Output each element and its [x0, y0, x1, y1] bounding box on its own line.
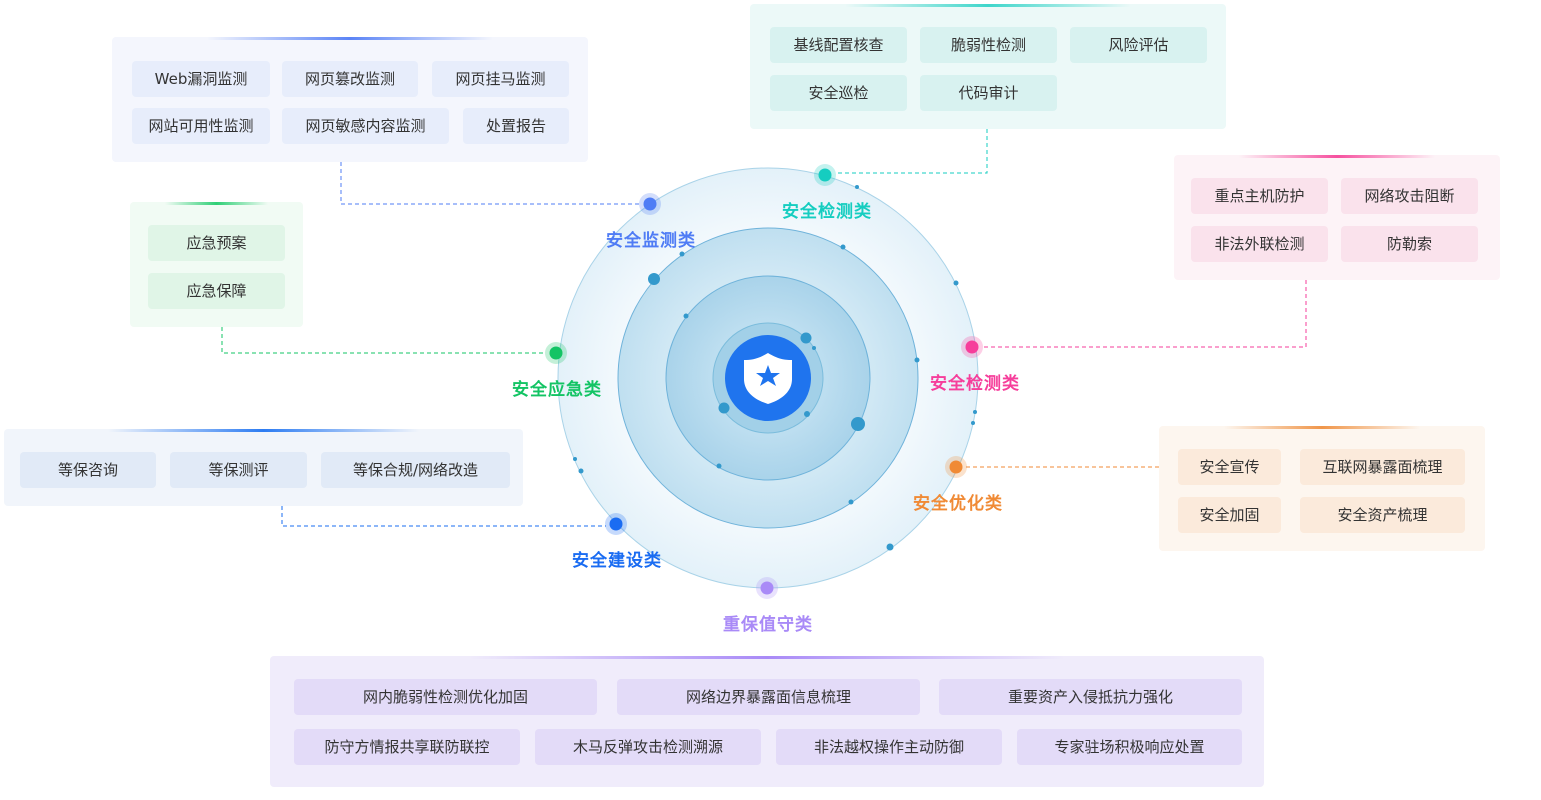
service-chip[interactable]: 脆弱性检测	[920, 27, 1057, 63]
category-label-guard: 重保值守类	[723, 615, 813, 635]
category-label-emergency: 安全应急类	[512, 380, 602, 400]
service-chip[interactable]: 防守方情报共享联防联控	[294, 729, 520, 765]
service-chip[interactable]: 风险评估	[1070, 27, 1207, 63]
service-chip[interactable]: 应急保障	[148, 273, 285, 309]
service-chip[interactable]: 网站可用性监测	[132, 108, 270, 144]
service-chip[interactable]: 互联网暴露面梳理	[1300, 449, 1465, 485]
category-label-inspect: 安全检测类	[782, 202, 872, 222]
connector-build	[281, 506, 606, 527]
service-chip[interactable]: 等保咨询	[20, 452, 156, 488]
category-dots	[545, 164, 983, 599]
service-chip[interactable]: 防勒索	[1341, 226, 1478, 262]
category-label-optimize: 安全优化类	[913, 494, 1003, 514]
service-chip[interactable]: 重点主机防护	[1191, 178, 1328, 214]
connector-monitor	[340, 162, 640, 205]
service-chip[interactable]: 网内脆弱性检测优化加固	[294, 679, 597, 715]
service-chip[interactable]: 安全加固	[1178, 497, 1281, 533]
service-chip[interactable]: 专家驻场积极响应处置	[1017, 729, 1242, 765]
service-chip[interactable]: 非法外联检测	[1191, 226, 1328, 262]
service-chip[interactable]: 网络边界暴露面信息梳理	[617, 679, 920, 715]
service-chip[interactable]: 非法越权操作主动防御	[776, 729, 1002, 765]
category-label-monitor: 安全监测类	[606, 231, 696, 251]
service-chip[interactable]: 基线配置核查	[770, 27, 907, 63]
service-chip[interactable]: 处置报告	[463, 108, 569, 144]
service-chip[interactable]: 安全资产梳理	[1300, 497, 1465, 533]
connector-emergency	[221, 327, 546, 354]
service-chip[interactable]: 网页篡改监测	[282, 61, 418, 97]
service-chip[interactable]: 安全巡检	[770, 75, 907, 111]
service-chip[interactable]: 网络攻击阻断	[1341, 178, 1478, 214]
orbit-dots	[573, 185, 977, 551]
shield-star-icon	[744, 353, 792, 404]
service-chip[interactable]: 应急预案	[148, 225, 285, 261]
service-chip[interactable]: 等保测评	[170, 452, 307, 488]
category-label-build: 安全建设类	[572, 551, 662, 571]
service-chip[interactable]: 网页挂马监测	[432, 61, 569, 97]
service-chip[interactable]: Web漏洞监测	[132, 61, 270, 97]
connector-inspect	[836, 129, 988, 174]
connector-protect	[982, 280, 1307, 348]
service-chip[interactable]: 网页敏感内容监测	[282, 108, 449, 144]
service-chip[interactable]: 等保合规/网络改造	[321, 452, 510, 488]
service-chip[interactable]: 安全宣传	[1178, 449, 1281, 485]
service-chip[interactable]: 代码审计	[920, 75, 1057, 111]
guard-panel	[270, 656, 1264, 787]
category-label-protect: 安全检测类	[930, 374, 1020, 394]
service-chip[interactable]: 木马反弹攻击检测溯源	[535, 729, 761, 765]
service-chip[interactable]: 重要资产入侵抵抗力强化	[939, 679, 1242, 715]
